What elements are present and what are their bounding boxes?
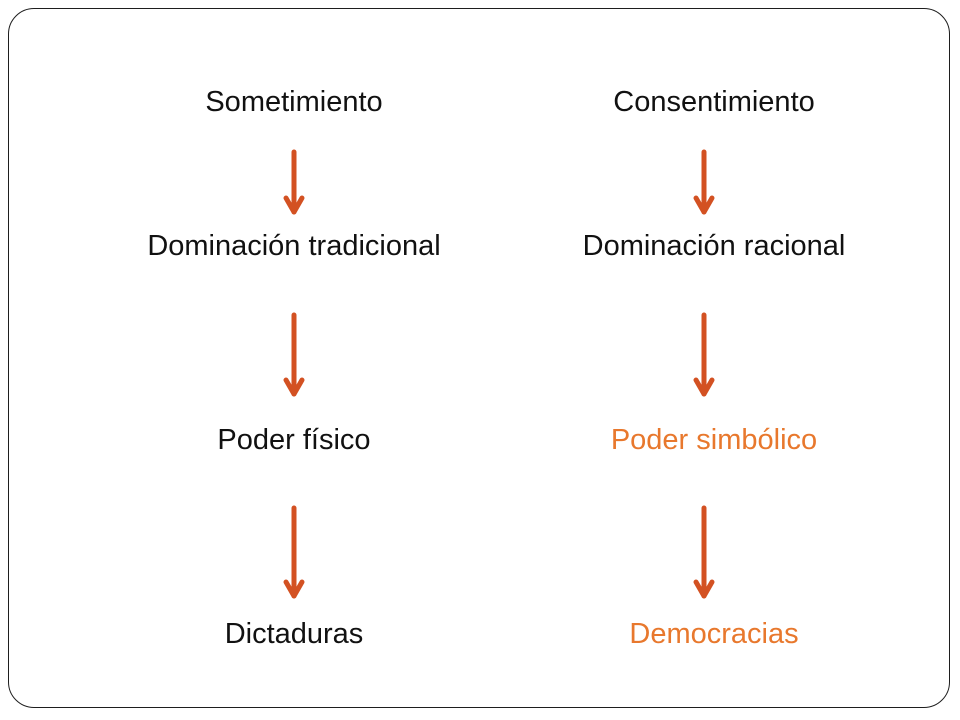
node-consentimiento: Consentimiento xyxy=(613,86,815,118)
node-dominacion-racional: Dominación racional xyxy=(582,230,846,262)
node-democracias: Democracias xyxy=(629,618,799,650)
arrow-down-icon xyxy=(283,505,305,599)
node-sometimiento: Sometimiento xyxy=(205,86,383,118)
arrow-down-icon xyxy=(283,149,305,215)
node-dominacion-tradicional: Dominación tradicional xyxy=(147,230,441,262)
arrow-down-icon xyxy=(283,312,305,397)
arrow-down-icon xyxy=(693,505,715,599)
arrow-down-icon xyxy=(693,149,715,215)
slide-frame xyxy=(8,8,950,708)
node-poder-simbolico: Poder simbólico xyxy=(610,424,818,456)
node-poder-fisico: Poder físico xyxy=(217,424,371,456)
arrow-down-icon xyxy=(693,312,715,397)
node-dictaduras: Dictaduras xyxy=(224,618,364,650)
